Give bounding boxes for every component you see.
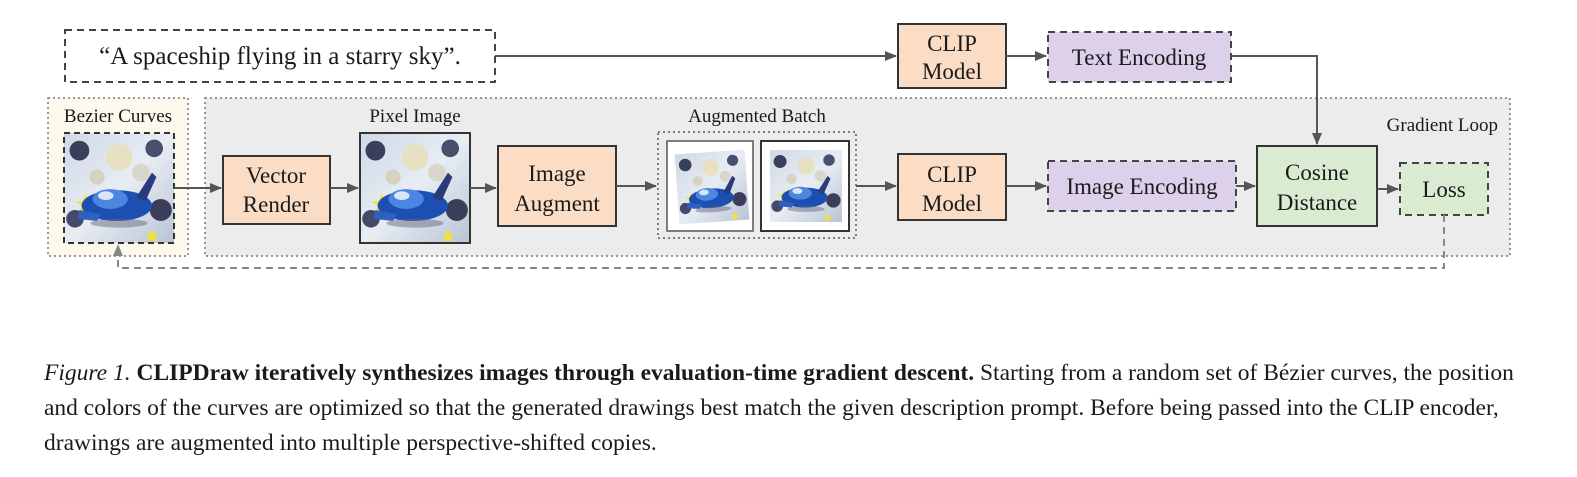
clip-model-bottom-line1: CLIP xyxy=(927,162,977,187)
clip-model-bottom-box xyxy=(897,153,1007,221)
gradient-loop-label: Gradient Loop xyxy=(1387,115,1498,136)
prompt-box xyxy=(64,29,496,83)
augmented-image-2 xyxy=(760,140,850,232)
arrows xyxy=(174,51,1399,194)
loss-box xyxy=(1399,162,1489,216)
figure-caption: Figure 1. CLIPDraw iteratively synthesiz… xyxy=(44,356,1534,461)
cosine-distance-line1: Cosine xyxy=(1285,160,1349,185)
vector-render-box xyxy=(222,155,331,225)
augmented-image-1 xyxy=(666,140,754,232)
prompt-text: “A spaceship flying in a starry sky”. xyxy=(99,43,461,70)
image-encoding-box xyxy=(1047,160,1237,212)
cosine-distance-box xyxy=(1256,145,1378,227)
image-augment-line2: Augment xyxy=(514,191,600,216)
clip-model-top-line2: Model xyxy=(922,59,982,84)
vector-render-line1: Vector xyxy=(246,163,306,188)
clip-model-top-box xyxy=(897,23,1007,89)
bezier-curves-image xyxy=(63,132,175,244)
pixel-image-label: Pixel Image xyxy=(369,106,460,127)
vector-render-line2: Render xyxy=(243,192,310,217)
loss-label: Loss xyxy=(1422,177,1466,202)
caption-body: Starting from a random set of Bézier cur… xyxy=(44,360,1514,456)
clip-model-bottom-line2: Model xyxy=(922,191,982,216)
image-augment-line1: Image xyxy=(528,161,585,186)
image-encoding-label: Image Encoding xyxy=(1066,174,1218,199)
clip-model-top-line1: CLIP xyxy=(927,31,977,56)
pixel-image xyxy=(359,132,471,244)
arrow-text-encoding-to-cosine xyxy=(1231,55,1322,145)
image-augment-box xyxy=(497,145,617,227)
caption-title: CLIPDraw iteratively synthesizes images … xyxy=(136,360,975,386)
text-encoding-label: Text Encoding xyxy=(1072,45,1207,70)
caption-label: Figure 1. xyxy=(44,360,131,386)
cosine-distance-line2: Distance xyxy=(1277,190,1357,215)
clipdraw-diagram: Gradient Loop Bezier Curves “A spaceship… xyxy=(47,23,1511,269)
bezier-curves-label: Bezier Curves xyxy=(64,106,172,127)
augmented-batch-label: Augmented Batch xyxy=(688,106,826,127)
arrow-loss-feedback xyxy=(113,215,1445,269)
